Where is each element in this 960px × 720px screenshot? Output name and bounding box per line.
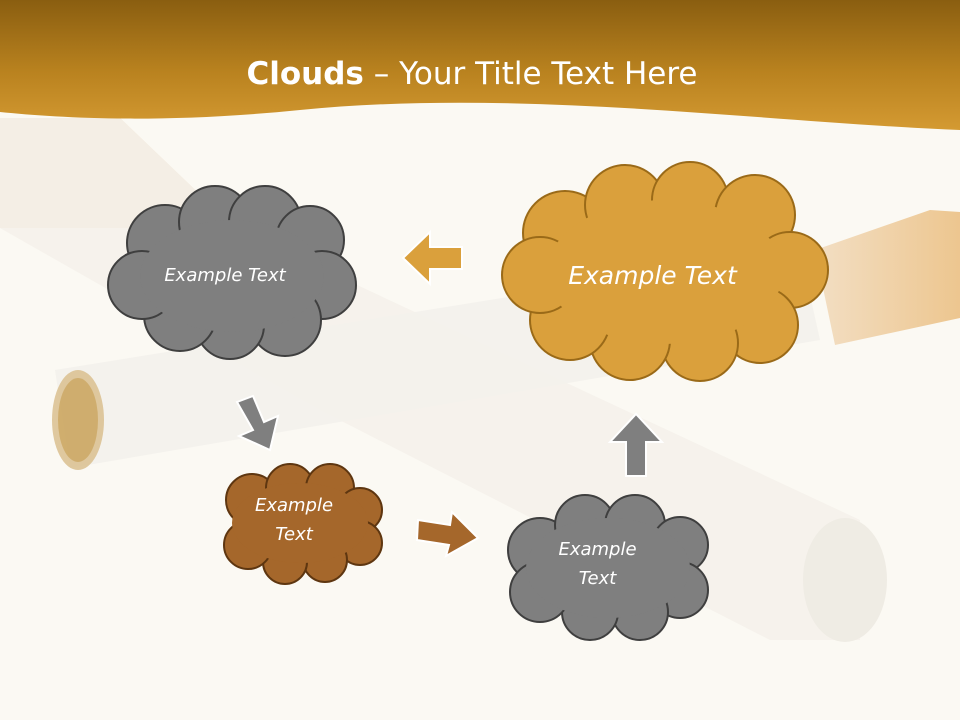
cloud-bottom-right-label: Example Text	[558, 539, 637, 589]
cloud-bottom-right[interactable]	[507, 494, 709, 641]
arrow-up-icon	[607, 412, 665, 477]
title-rest-part: Your Title Text Here	[399, 56, 698, 92]
title-bold-part: Clouds	[246, 56, 364, 92]
title-separator: –	[363, 56, 400, 92]
cloud-top-right[interactable]	[501, 161, 829, 382]
arrow-right-icon	[415, 509, 480, 559]
arrow-left-icon	[401, 229, 463, 287]
cloud-top-left[interactable]	[107, 185, 357, 360]
slide-title: Clouds – Your Title Text Here	[0, 52, 944, 96]
arrow-down-icon	[235, 394, 280, 452]
cloud-top-left-label: Example Text	[164, 264, 286, 286]
cloud-top-right-label: Example Text	[568, 260, 737, 290]
cloud-bottom-left[interactable]	[223, 463, 383, 585]
cloud-bottom-left-label: Example Text	[254, 495, 334, 545]
